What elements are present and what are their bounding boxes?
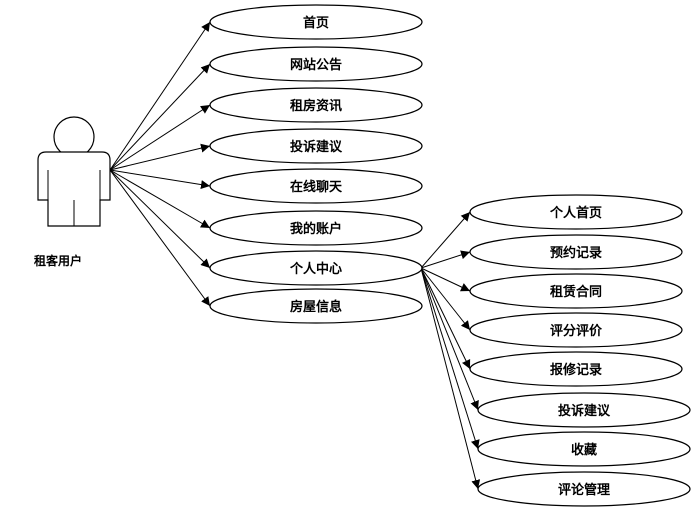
include-arrow-6	[420, 267, 479, 411]
use-case-7-shape	[209, 250, 423, 286]
include-arrow-3	[420, 267, 471, 292]
sub-use-case-5-label: 报修记录	[550, 362, 602, 378]
use-case-6: 我的账户	[209, 210, 423, 246]
association-arrow-8	[109, 169, 211, 307]
use-case-5: 在线聊天	[209, 168, 423, 204]
sub-use-case-6-shape	[477, 392, 691, 428]
include-arrow-5	[420, 267, 471, 370]
sub-use-case-8-label: 评论管理	[558, 482, 610, 498]
sub-use-case-8: 评论管理	[477, 471, 691, 507]
use-case-5-label: 在线聊天	[290, 179, 343, 195]
use-case-7: 个人中心	[209, 250, 423, 286]
sub-use-case-7: 收藏	[477, 431, 691, 467]
actor-tenant: 租客用户	[34, 116, 111, 268]
sub-use-case-2: 预约记录	[469, 234, 683, 270]
use-case-7-label: 个人中心	[289, 261, 342, 277]
association-arrow-7	[109, 169, 211, 269]
sub-use-case-2-label: 预约记录	[550, 245, 602, 261]
use-case-8: 房屋信息	[209, 288, 423, 324]
sub-use-case-8-shape	[477, 471, 691, 507]
sub-use-case-1: 个人首页	[469, 194, 683, 230]
use-case-8-label: 房屋信息	[290, 299, 342, 315]
sub-use-case-1-shape	[469, 194, 683, 230]
use-case-2-shape	[209, 46, 423, 82]
use-case-2-label: 网站公告	[290, 57, 342, 73]
sub-use-case-7-shape	[477, 431, 691, 467]
actor-body	[37, 151, 111, 227]
use-case-4-label: 投诉建议	[290, 139, 343, 155]
association-arrow-3	[109, 104, 211, 171]
use-case-1-label: 首页	[303, 15, 329, 31]
association-arrow-5	[109, 169, 211, 190]
use-case-6-label: 我的账户	[290, 221, 342, 237]
association-arrow-2	[109, 63, 211, 171]
sub-use-case-1-label: 个人首页	[549, 205, 602, 221]
association-lines	[109, 21, 481, 490]
sub-use-case-3-shape	[469, 273, 683, 309]
actor-label: 租客用户	[34, 253, 82, 268]
sub-use-case-5: 报修记录	[469, 351, 683, 387]
include-arrow-2	[420, 250, 471, 269]
use-case-3-shape	[209, 87, 423, 123]
include-arrow-4	[420, 267, 471, 331]
include-arrow-8	[420, 267, 481, 490]
sub-use-case-2-shape	[469, 234, 683, 270]
association-arrow-6	[109, 169, 211, 229]
sub-use-case-6: 投诉建议	[477, 392, 691, 428]
use-case-3-label: 租房资讯	[290, 98, 342, 114]
use-case-4: 投诉建议	[209, 128, 423, 164]
actor-head	[53, 116, 95, 158]
use-case-1: 首页	[209, 4, 423, 40]
include-arrow-1	[420, 211, 471, 269]
association-arrow-1	[109, 21, 211, 171]
use-case-1-shape	[209, 4, 423, 40]
sub-use-case-6-label: 投诉建议	[558, 403, 611, 419]
include-arrow-7	[420, 267, 480, 450]
use-case-5-shape	[209, 168, 423, 204]
use-case-8-shape	[209, 288, 423, 324]
sub-use-case-4-label: 评分评价	[550, 323, 603, 339]
sub-use-case-3: 租赁合同	[469, 273, 683, 309]
sub-use-case-4-shape	[469, 312, 683, 348]
use-case-6-shape	[209, 210, 423, 246]
use-case-4-shape	[209, 128, 423, 164]
sub-use-case-3-label: 租赁合同	[550, 284, 602, 300]
sub-use-case-4: 评分评价	[469, 312, 683, 348]
sub-use-case-7-label: 收藏	[571, 442, 597, 458]
sub-use-case-5-shape	[469, 351, 683, 387]
use-case-2: 网站公告	[209, 46, 423, 82]
association-arrow-4	[109, 143, 211, 171]
use-case-3: 租房资讯	[209, 87, 423, 123]
